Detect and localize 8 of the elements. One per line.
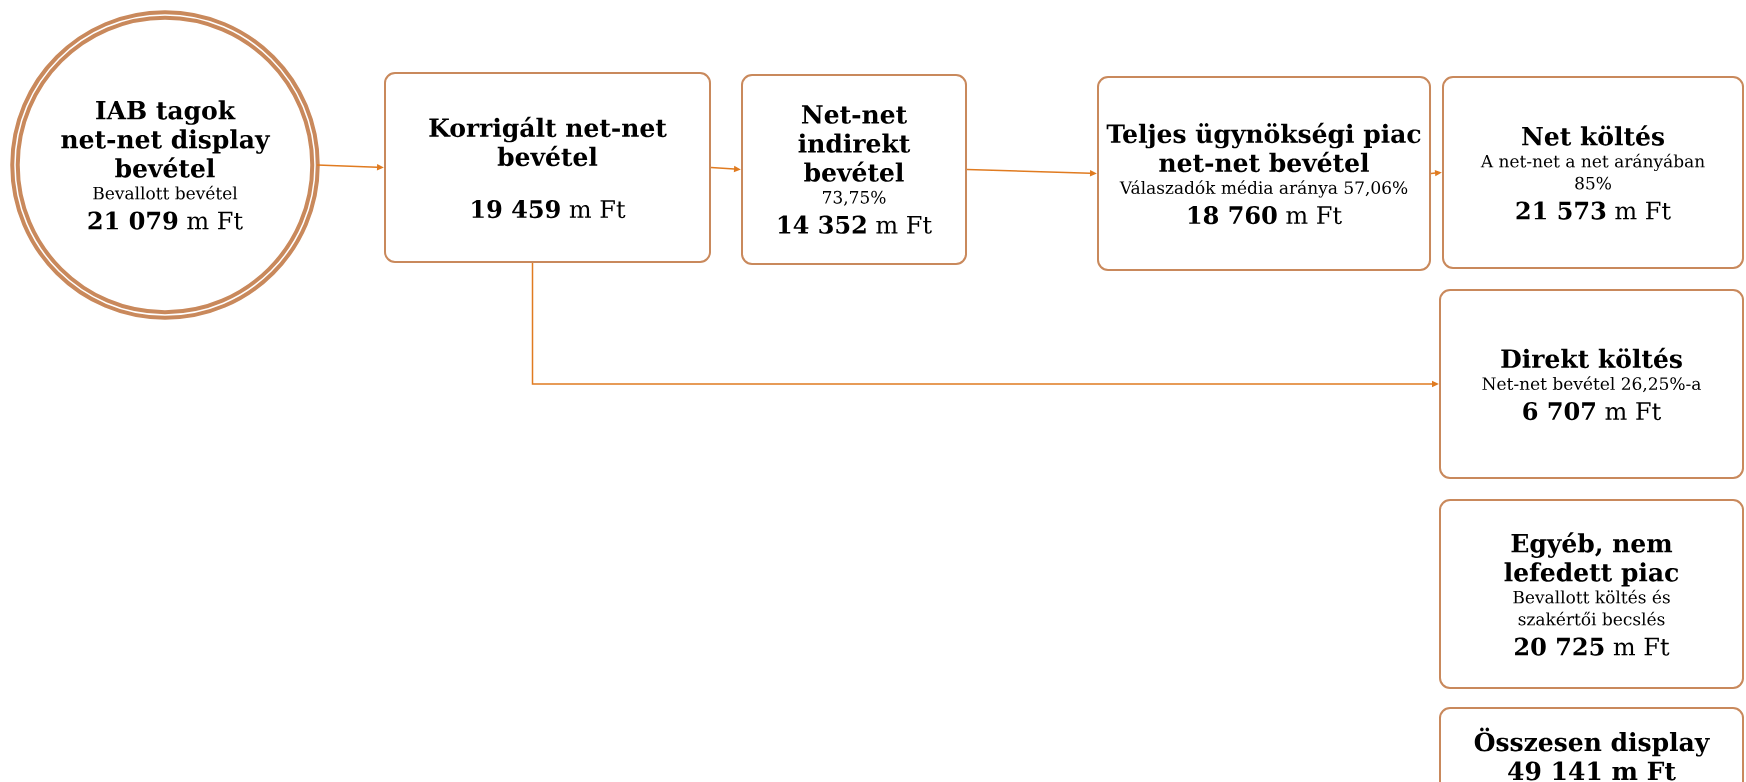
- process-box: Összesen display 49 141 m Ft: [1439, 707, 1744, 782]
- process-box: Net költés A net-net a net arányában 85% 21 573 m Ft: [1442, 76, 1744, 269]
- process-box: Korrigált net-net bevétel 19 459 m Ft: [384, 72, 711, 263]
- process-box: Egyéb, nem lefedett piac Bevallott költés és szakértői becslés 20 725 m Ft: [1439, 499, 1744, 689]
- process-box: Teljes ügynökségi piac net-net bevétel Válaszadók média aránya 57,06% 18 760 m Ft: [1097, 76, 1431, 271]
- circle-node: IAB tagok net-net display bevétel Bevallott bevétel 21 079 m Ft: [10, 10, 320, 320]
- process-box: Net-net indirekt bevétel 73,75% 14 352 m Ft: [741, 74, 967, 265]
- process-box: Direkt költés Net-net bevétel 26,25%-a 6 707 m Ft: [1439, 289, 1744, 479]
